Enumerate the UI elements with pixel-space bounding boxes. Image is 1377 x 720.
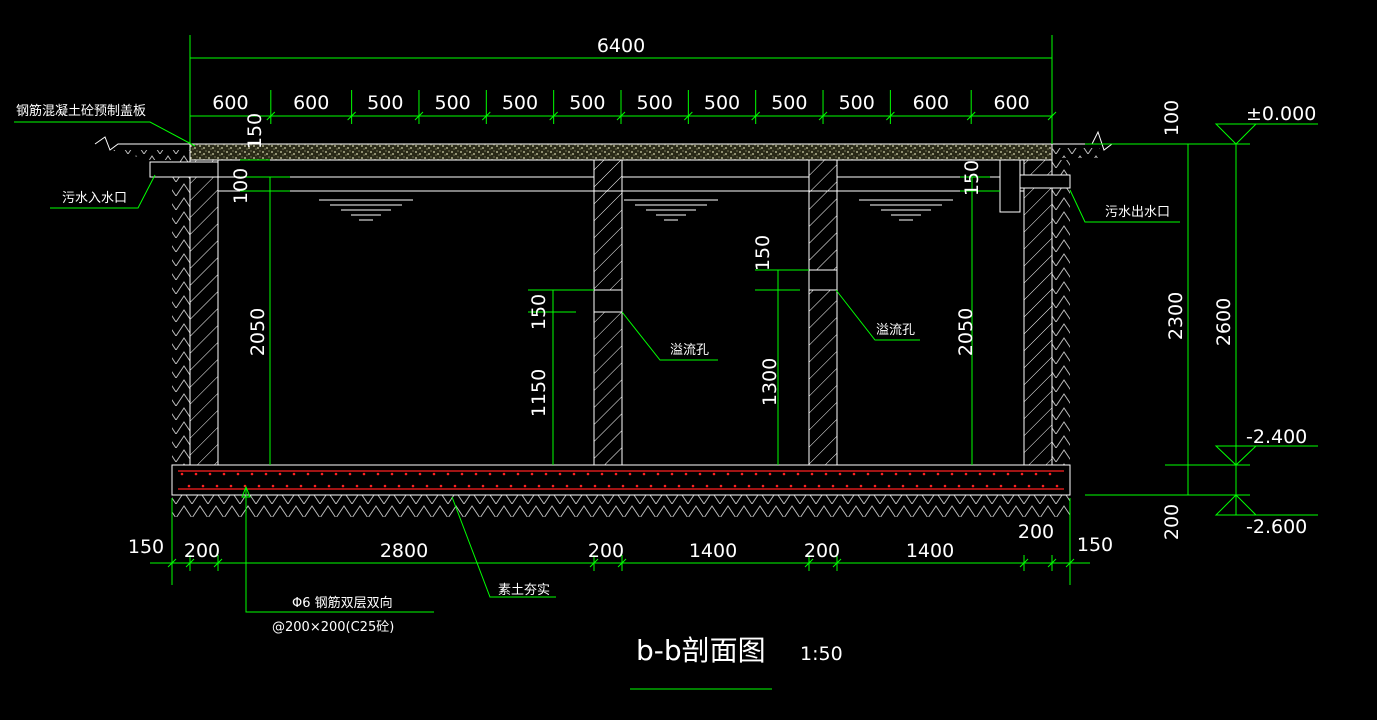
dim-bottom-200-b: 200 [588,540,624,562]
dim-top-segment: 500 [637,92,673,114]
dim-bottom-1400-a: 1400 [689,540,737,562]
dim-bottom-200-a: 200 [184,540,220,562]
dim-right-2600: 2600 [1213,298,1235,346]
dim-top-segment: 500 [771,92,807,114]
chamber-2 [621,176,810,466]
dim-bottom-1400-b: 1400 [906,540,954,562]
base-slab [171,464,1071,496]
label-cover-slab: 钢筋混凝土砼预制盖板 [16,103,146,119]
label-rebar-2: @200×200(C25砼) [272,620,394,635]
dim-top-segment: 600 [212,92,248,114]
dim-right-200: 200 [1161,504,1183,540]
dim-top-segment: 500 [839,92,875,114]
cover-slab [189,143,1053,161]
dim-top-segment: 500 [435,92,471,114]
water-level-symbols [319,199,953,221]
dim-top-segment: 600 [913,92,949,114]
elevation-bottom: -2.600 [1246,516,1307,538]
dim-bottom-2800: 2800 [380,540,428,562]
title-name: b-b剖面图 [636,634,766,667]
dim-right-2300: 2300 [1165,292,1187,340]
ground-right-hatch [1052,148,1100,158]
dim-top-segment: 500 [704,92,740,114]
label-soil: 素土夯实 [498,583,550,598]
label-rebar-1: Φ6 钢筋双层双向 [292,595,393,611]
elevation-mid: -2.400 [1246,426,1307,448]
label-overflow-1: 溢流孔 [670,343,709,358]
dim-overall: 6400 [597,35,645,57]
dim-top-segment: 600 [993,92,1029,114]
dim-hole2-150: 150 [752,235,774,271]
elevation-labels: ±0.000 -2.400 -2.600 [1246,103,1316,538]
label-inlet: 污水入水口 [62,191,127,206]
outlet-pipe-horizontal [1019,174,1071,189]
dim-bottom-200-c: 200 [804,540,840,562]
chamber-1 [217,176,595,466]
soil-right [1052,160,1070,465]
ground-right [1052,130,1113,151]
rebar-dots [180,472,1059,488]
title-scale: 1:50 [800,643,843,665]
partition-wall-1 [593,159,623,306]
dim-right-100: 100 [1161,100,1183,136]
partition-wall-2 [808,159,838,271]
elevation-top: ±0.000 [1246,103,1316,125]
dim-inlet-100: 100 [230,168,252,204]
dim-outlet-150: 150 [961,160,983,196]
soil-bottom [172,495,1070,517]
label-overflow-2: 溢流孔 [876,323,915,338]
chamber-3 [836,176,1025,466]
overflow-hole-2 [808,269,838,291]
ground-left [94,136,190,151]
dim-hole1-150: 150 [528,294,550,330]
dim-top-segment: 500 [502,92,538,114]
dim-bottom-150-left: 150 [128,536,164,558]
soil-left [172,160,190,465]
outlet-pipe [999,159,1021,213]
dim-top-segment: 600 [293,92,329,114]
dim-top-segment: 500 [367,92,403,114]
dim-hole2-1300: 1300 [759,358,781,406]
dimension-texts: 6400 600 600 500 500 500 500 500 500 500 500 600 60… [128,35,1235,562]
label-outlet: 污水出水口 [1105,205,1170,220]
dim-left-2050: 2050 [247,308,269,356]
dim-bottom-200-d: 200 [1018,521,1054,543]
partition-wall-1-lower [593,311,623,466]
outer-wall-left [189,159,219,466]
annotation-labels: 钢筋混凝土砼预制盖板 污水入水口 污水出水口 溢流孔 溢流孔 Φ6 钢筋双层双向… [16,103,1170,635]
dim-hole1-1150: 1150 [528,369,550,417]
inlet-pipe [149,161,219,178]
partition-wall-2-lower [808,289,838,466]
ground-left-hatch [110,150,190,160]
drawing-title: b-b剖面图 1:50 [636,634,843,667]
tank-structure [94,130,1113,517]
dim-right-2050: 2050 [955,308,977,356]
overflow-hole-1 [593,289,623,313]
dim-bottom-150-right: 150 [1077,534,1113,556]
dimensions [14,35,1318,690]
dim-slab-150: 150 [244,113,266,149]
outer-wall-right [1023,159,1053,466]
dim-top-segment: 500 [569,92,605,114]
